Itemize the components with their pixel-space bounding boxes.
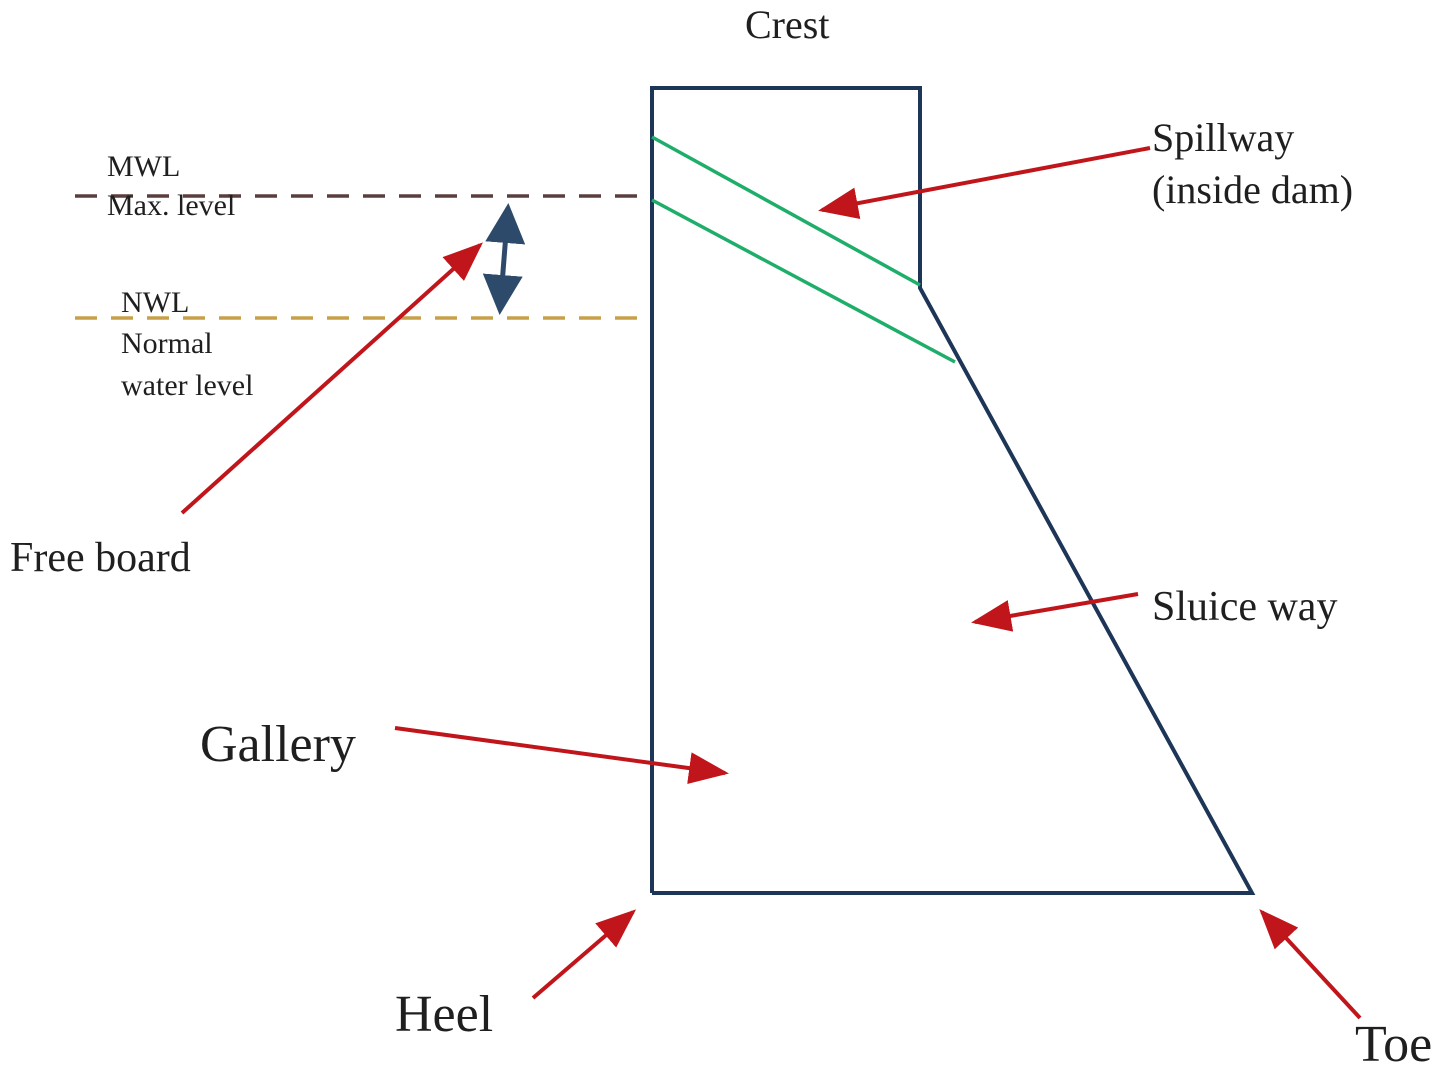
spillway-pointer-arrow xyxy=(818,146,1151,220)
nwl-full-name-line2: water level xyxy=(121,368,254,402)
spillway-label: Spillway (inside dam) xyxy=(1152,112,1353,216)
free-board-pointer-arrow xyxy=(180,242,483,515)
nwl-label: NWL Normal water level xyxy=(121,282,253,406)
nwl-full-name-line1: Normal xyxy=(121,327,213,361)
dam-outline xyxy=(650,86,1256,895)
sluice-way-pointer-arrow xyxy=(971,592,1139,632)
spillway-lower-edge xyxy=(651,198,956,364)
mwl-full-name: Max. level xyxy=(107,189,236,222)
spillway-label-line2: (inside dam) xyxy=(1152,167,1354,212)
nwl-abbreviation: NWL xyxy=(121,286,190,319)
spillway-upper-edge xyxy=(651,135,921,287)
sluice-way-label: Sluice way xyxy=(1152,584,1338,630)
gallery-label: Gallery xyxy=(200,716,356,773)
free-board-height-arrow xyxy=(482,203,526,315)
toe-label: Toe xyxy=(1355,1016,1433,1073)
gallery-pointer-arrow xyxy=(394,726,729,784)
mwl-abbreviation: MWL xyxy=(107,150,181,183)
heel-pointer-arrow xyxy=(531,909,637,1000)
toe-pointer-arrow xyxy=(1259,909,1362,1020)
free-board-label: Free board xyxy=(10,535,191,581)
heel-label: Heel xyxy=(395,986,494,1043)
spillway-label-line1: Spillway xyxy=(1152,115,1295,160)
crest-label: Crest xyxy=(745,2,830,47)
mwl-label: MWL Max. level xyxy=(107,147,235,225)
